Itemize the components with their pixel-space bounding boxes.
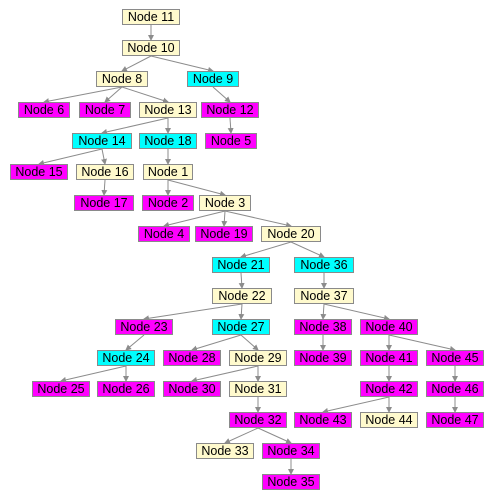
node-3: Node 3 — [199, 195, 251, 211]
node-29: Node 29 — [229, 350, 287, 366]
edge-n22-n23 — [143, 303, 243, 322]
node-33: Node 33 — [196, 443, 254, 459]
node-5: Node 5 — [205, 133, 257, 149]
node-44: Node 44 — [360, 412, 418, 428]
edge-n20-n36 — [290, 241, 325, 258]
node-14: Node 14 — [72, 133, 132, 149]
node-38: Node 38 — [294, 319, 352, 335]
node-31: Node 31 — [229, 381, 287, 397]
node-8: Node 8 — [96, 71, 148, 87]
edge-n32-n33 — [224, 427, 259, 444]
node-15: Node 15 — [10, 164, 68, 180]
node-25: Node 25 — [32, 381, 90, 397]
node-34: Node 34 — [262, 443, 320, 459]
node-1: Node 1 — [143, 164, 193, 180]
node-10: Node 10 — [122, 40, 180, 56]
node-28: Node 28 — [163, 350, 221, 366]
node-9: Node 9 — [187, 71, 239, 87]
node-26: Node 26 — [97, 381, 155, 397]
edge-n27-n28 — [191, 334, 242, 352]
node-35: Node 35 — [262, 474, 320, 490]
edge-n37-n38 — [320, 303, 327, 320]
node-4: Node 4 — [138, 226, 190, 242]
edge-n8-n13 — [121, 86, 169, 104]
node-42: Node 42 — [360, 381, 418, 397]
node-32: Node 32 — [229, 412, 287, 428]
edge-n1-n3 — [167, 179, 226, 197]
node-46: Node 46 — [426, 381, 484, 397]
edge-n13-n14 — [101, 117, 169, 135]
node-37: Node 37 — [294, 288, 354, 304]
node-45: Node 45 — [426, 350, 484, 366]
edge-n14-n16 — [101, 148, 107, 165]
node-17: Node 17 — [74, 195, 134, 211]
edge-n3-n19 — [221, 210, 228, 227]
node-11: Node 11 — [122, 9, 180, 25]
edge-n3-n20 — [224, 210, 292, 228]
node-24: Node 24 — [97, 350, 155, 366]
edge-n37-n40 — [323, 303, 390, 321]
node-30: Node 30 — [163, 381, 221, 397]
edge-n27-n29 — [240, 334, 259, 351]
edge-n3-n4 — [163, 210, 226, 228]
edge-n22-n27 — [238, 303, 245, 320]
edge-n8-n7 — [104, 86, 123, 103]
node-43: Node 43 — [294, 412, 352, 428]
edge-n16-n17 — [101, 179, 108, 196]
node-39: Node 39 — [294, 350, 352, 366]
edge-n29-n30 — [191, 365, 259, 383]
node-23: Node 23 — [115, 319, 173, 335]
edge-n32-n34 — [257, 427, 292, 444]
node-27: Node 27 — [212, 319, 270, 335]
node-13: Node 13 — [139, 102, 197, 118]
node-19: Node 19 — [195, 226, 253, 242]
edge-n10-n8 — [121, 55, 152, 72]
edge-n12-n5 — [227, 117, 234, 134]
node-7: Node 7 — [79, 102, 131, 118]
node-36: Node 36 — [294, 257, 354, 273]
edge-n24-n25 — [60, 365, 127, 383]
edge-n10-n9 — [150, 55, 214, 73]
node-22: Node 22 — [212, 288, 272, 304]
edge-n23-n24 — [125, 334, 145, 351]
node-21: Node 21 — [212, 257, 270, 273]
edge-n20-n21 — [240, 241, 292, 259]
node-16: Node 16 — [76, 164, 134, 180]
node-40: Node 40 — [360, 319, 418, 335]
edge-n9-n12 — [212, 86, 231, 103]
edge-n42-n43 — [322, 396, 390, 414]
node-18: Node 18 — [139, 133, 197, 149]
node-6: Node 6 — [18, 102, 70, 118]
node-47: Node 47 — [426, 412, 484, 428]
edge-n40-n45 — [388, 334, 456, 352]
edge-n8-n6 — [43, 86, 123, 105]
node-20: Node 20 — [261, 226, 321, 242]
edge-n14-n15 — [38, 148, 103, 166]
node-41: Node 41 — [360, 350, 418, 366]
edge-n21-n22 — [238, 272, 245, 289]
node-12: Node 12 — [201, 102, 259, 118]
node-2: Node 2 — [142, 195, 194, 211]
